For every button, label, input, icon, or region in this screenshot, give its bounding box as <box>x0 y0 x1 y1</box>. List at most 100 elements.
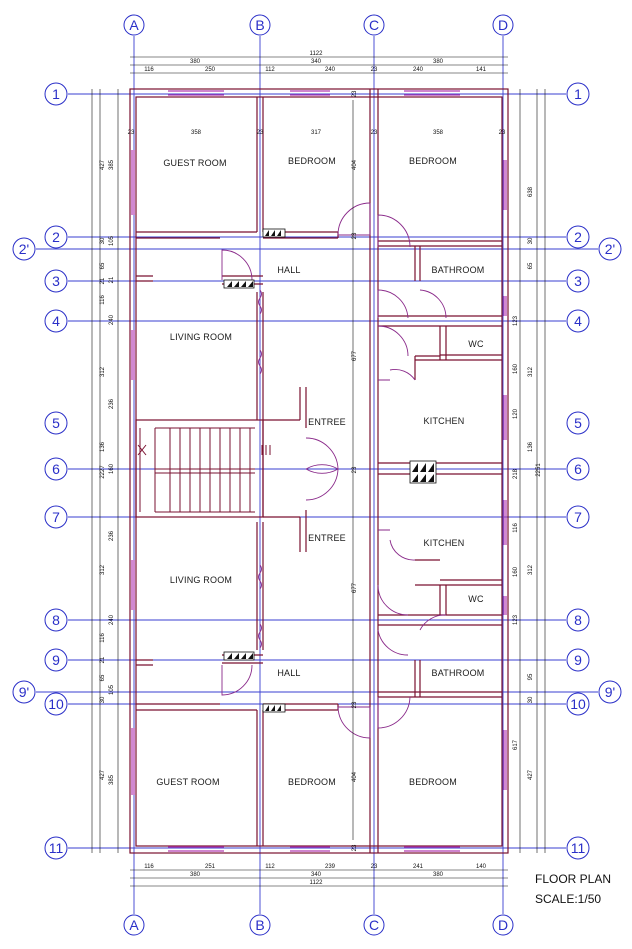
dim-bottom-part: 116 <box>144 864 154 870</box>
dim-left-inner: 105 <box>109 235 115 246</box>
row-label: 9' <box>605 684 615 700</box>
dim-top-part: 141 <box>476 67 487 73</box>
dim-right-total: 2251 <box>536 463 542 477</box>
dim-top-part: 112 <box>265 67 275 73</box>
room-label-guest-room-top: GUEST ROOM <box>163 158 226 168</box>
row-bubble-9p-right: 9' <box>598 680 622 704</box>
dim-mid: 23 <box>352 844 358 851</box>
row-label: 2 <box>574 229 582 245</box>
dim-right: 120 <box>513 408 519 419</box>
row-bubble-6-right: 6 <box>566 457 590 481</box>
dim-left-outer: 65 <box>100 674 106 681</box>
row-label: 6 <box>574 461 582 477</box>
dim-mid: 23 <box>352 466 358 473</box>
dim-left-outer: 21 <box>100 277 106 284</box>
dim-left-inner: 105 <box>109 684 115 695</box>
dim-inner: 23 <box>257 130 264 136</box>
axis-bubble-A-bottom: A <box>123 914 145 936</box>
row-bubble-7-right: 7 <box>566 505 590 529</box>
axis-label: B <box>255 17 264 33</box>
ducts <box>223 228 437 713</box>
dim-left-outer: 21 <box>100 656 106 663</box>
row-bubble-9-right: 9 <box>566 648 590 672</box>
dimension-lines <box>91 56 546 887</box>
row-label: 2' <box>19 241 29 257</box>
room-label-guest-room-bottom: GUEST ROOM <box>156 777 219 787</box>
row-label: 9' <box>19 684 29 700</box>
row-bubble-8-left: 8 <box>44 608 68 632</box>
dimension-labels-middle: 404 677 23 677 404 23 23 23 23 <box>352 90 358 851</box>
axis-bubbles-top: A B C D <box>123 14 514 36</box>
row-bubble-7-left: 7 <box>44 505 68 529</box>
dim-bottom-part: 251 <box>205 864 216 870</box>
row-label: 4 <box>574 313 582 329</box>
dim-left-inner: 21 <box>109 276 115 283</box>
row-bubble-1-left: 1 <box>44 82 68 106</box>
row-bubble-6-left: 6 <box>44 457 68 481</box>
walls <box>129 88 509 854</box>
room-label-wc-top: WC <box>468 339 484 349</box>
dim-right: 218 <box>513 468 519 479</box>
dim-right: 160 <box>513 566 519 577</box>
room-label-wc-bottom: WC <box>468 594 484 604</box>
dim-left-outer: 65 <box>100 262 106 269</box>
dim-left-outer: 30 <box>100 696 106 703</box>
dim-left-outer: 116 <box>100 295 106 305</box>
axis-label: B <box>255 917 264 933</box>
dim-left-outer: 427 <box>100 159 106 170</box>
room-label-bathroom-bottom: BATHROOM <box>432 668 485 678</box>
dim-bottom-part: 23 <box>371 864 378 870</box>
dim-right: 30 <box>528 696 534 703</box>
axis-bubble-C-bottom: C <box>363 914 385 936</box>
drawing-title: FLOOR PLAN <box>535 872 611 886</box>
row-label: 2 <box>52 229 60 245</box>
room-label-kitchen-top: KITCHEN <box>424 416 465 426</box>
dim-inner: 358 <box>433 130 444 136</box>
dim-left-outer: 312 <box>100 564 106 575</box>
dim-left-inner: 240 <box>109 614 115 625</box>
dim-inner: 23 <box>128 130 135 136</box>
row-label: 8 <box>574 612 582 628</box>
dim-right: 427 <box>528 769 534 780</box>
axis-label: D <box>498 17 508 33</box>
row-bubble-10-left: 10 <box>44 692 68 716</box>
dim-mid: 404 <box>352 159 358 170</box>
row-bubble-8-right: 8 <box>566 608 590 632</box>
dimension-labels-right: 638 30 65 123 312 160 120 136 218 2251 1… <box>513 186 542 780</box>
row-bubble-3-right: 3 <box>566 269 590 293</box>
row-label: 4 <box>52 313 60 329</box>
row-label: 10 <box>570 696 586 712</box>
row-bubble-1-right: 1 <box>566 82 590 106</box>
room-label-hall-top: HALL <box>277 265 300 275</box>
dim-mid: 23 <box>352 90 358 97</box>
dim-right: 160 <box>513 363 519 374</box>
dim-inner: 23 <box>371 130 378 136</box>
doors <box>221 202 447 739</box>
dim-left-outer: 312 <box>100 366 106 377</box>
dim-right: 123 <box>513 315 519 326</box>
dim-mid: 23 <box>352 701 358 708</box>
dim-top-part: 250 <box>205 67 216 73</box>
row-bubble-10-right: 10 <box>566 692 590 716</box>
room-label-bedroom-top-left: BEDROOM <box>288 156 336 166</box>
dim-bottom-part: 140 <box>476 864 487 870</box>
staircase <box>137 427 271 513</box>
axis-bubble-B-top: B <box>249 14 271 36</box>
dim-left-inner: 385 <box>109 159 115 170</box>
dim-inner: 317 <box>311 130 322 136</box>
dim-right: 312 <box>528 366 534 377</box>
axis-label: A <box>129 17 139 33</box>
dim-left-inner: 385 <box>109 774 115 785</box>
dimension-labels-top: 1122 380 340 380 116 250 112 240 23 240 … <box>128 51 506 136</box>
row-bubble-11-left: 11 <box>44 836 68 860</box>
dim-right: 617 <box>513 739 519 750</box>
axis-label: C <box>369 917 379 933</box>
dim-top-span: 380 <box>190 59 201 65</box>
dim-top-span: 380 <box>433 59 444 65</box>
axis-bubble-D-top: D <box>492 14 514 36</box>
dim-bottom-span: 340 <box>311 872 322 878</box>
axis-label: C <box>369 17 379 33</box>
dim-right: 65 <box>528 262 534 269</box>
row-label: 7 <box>52 509 60 525</box>
dim-top-part: 240 <box>413 67 424 73</box>
